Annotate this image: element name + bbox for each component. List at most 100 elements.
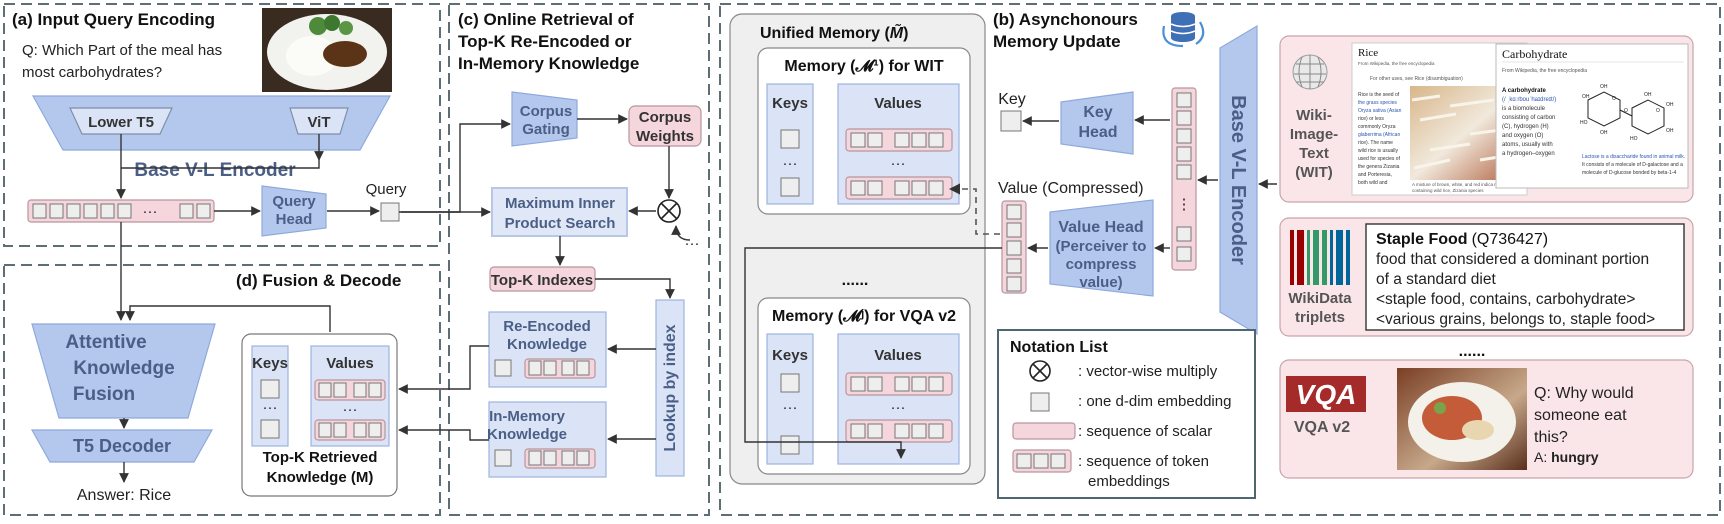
query-head-label-2: Head: [276, 211, 313, 228]
svg-text:the genera Zizania: the genera Zizania: [1358, 164, 1400, 170]
panel-c-frame: [448, 3, 710, 516]
svg-text:(C), hydrogen (H): (C), hydrogen (H): [1502, 124, 1549, 130]
corpus-weights: [628, 105, 702, 147]
svg-text:used for species of: used for species of: [1358, 156, 1401, 162]
wit-keys-label: Keys: [772, 95, 808, 112]
vqa-values-dots: ···: [891, 399, 906, 416]
svg-text:From Wikipedia, the free encyc: From Wikipedia, the free encyclopedia: [1502, 68, 1587, 74]
svg-text:the grass species: the grass species: [1358, 100, 1397, 106]
svg-text:O: O: [1624, 108, 1628, 114]
svg-text:both wild and: both wild and: [1358, 180, 1388, 186]
notation-item-4: : sequence of token: [1078, 453, 1209, 470]
wikidata-line-1: food that considered a dominant portion: [1376, 251, 1649, 268]
wikidata-line-4: <various grains, belongs to, staple food…: [1376, 311, 1655, 328]
notation-embedding-icon: [1030, 392, 1050, 412]
svg-text:Lactose is a disaccharide foun: Lactose is a disaccharide found in anima…: [1582, 154, 1685, 160]
topk-indexes-label: Top-K Indexes: [491, 272, 593, 289]
svg-text:rice). The name: rice). The name: [1358, 140, 1393, 146]
vit-block: [289, 107, 349, 135]
topk-keys-label: Keys: [252, 355, 288, 372]
base-vl-encoder-vertical: [1219, 24, 1258, 336]
corpus-gating: [511, 91, 578, 147]
key-embedding: [1000, 110, 1022, 132]
svg-text:For other uses, see Rice (disa: For other uses, see Rice (disambiguation…: [1370, 76, 1463, 82]
svg-text:From Wikipedia, the free encyc: From Wikipedia, the free encyclopedia: [1358, 61, 1435, 66]
svg-text:molecule of D-glucose bonded b: molecule of D-glucose bonded by beta-1-4: [1582, 170, 1676, 176]
topk-keys-dots: ···: [263, 399, 278, 416]
corpus-gating-label-1: Corpus: [520, 103, 573, 120]
panel-c-title-1: (c) Online Retrieval of: [458, 10, 634, 29]
svg-text:glaberrima (African: glaberrima (African: [1358, 132, 1400, 138]
wikidata-label-2: triplets: [1295, 309, 1345, 326]
query-token-sequence: ···: [27, 199, 215, 223]
panel-b-title-1: (b) Asynchonours: [993, 10, 1138, 29]
notation-item-5: embeddings: [1088, 473, 1170, 490]
panel-c-title-3: In-Memory Knowledge: [458, 54, 639, 73]
svg-text:a hydrogen–oxygen: a hydrogen–oxygen: [1502, 151, 1555, 157]
encoder-output-sequence: ⋮: [1171, 87, 1197, 271]
panel-d-frame: [3, 264, 441, 516]
wikidata-title: Staple Food(Q736427): [1376, 231, 1548, 248]
re-encoded-label-2: Knowledge: [507, 336, 587, 353]
memory-wit-title: Memory (𝓜¹) for WIT: [784, 58, 943, 75]
lookup-label: Lookup by index: [662, 324, 679, 451]
svg-text:Carbohydrate: Carbohydrate: [1502, 47, 1567, 61]
query-label: Query: [366, 181, 407, 198]
panel-d-title: (d) Fusion & Decode: [236, 271, 401, 290]
svg-text:atoms, usually with: atoms, usually with: [1502, 142, 1553, 148]
attentive-knowledge-fusion: [31, 323, 216, 419]
topk-values-dots: ···: [343, 401, 358, 418]
lower-t5-block: [69, 107, 173, 135]
corpus-weights-label-1: Corpus: [639, 109, 692, 126]
question-line-2: most carbohydrates?: [22, 64, 162, 81]
vqa-question-3: this?: [1534, 429, 1568, 446]
svg-text:OH: OH: [1600, 130, 1608, 136]
svg-text:OH: OH: [1600, 84, 1608, 90]
vqa-food-photo: [1397, 368, 1527, 470]
svg-text:It consists of a molecule of D: It consists of a molecule of D-galactose…: [1582, 162, 1683, 168]
value-head-label-3: compress: [1066, 256, 1137, 273]
vqa-label: VQA v2: [1294, 419, 1350, 436]
corpus-gating-label-2: Gating: [522, 121, 570, 138]
encoder-output-dots: ⋮: [1177, 196, 1192, 213]
svg-text:OH: OH: [1644, 92, 1652, 98]
svg-text:wild rice is usually: wild rice is usually: [1358, 148, 1399, 154]
wit-keys-dots: ···: [783, 155, 798, 172]
vqa-logo: VQA: [1286, 376, 1366, 412]
vector-multiply-op: [657, 199, 681, 223]
svg-text:HO: HO: [1630, 136, 1638, 142]
mips-label-1: Maximum Inner: [505, 195, 615, 212]
vqa-values-label: Values: [874, 347, 922, 364]
svg-text:and oxygen (O): and oxygen (O): [1502, 133, 1543, 139]
svg-text:commonly Oryza: commonly Oryza: [1358, 124, 1396, 130]
carbohydrate-article: Carbohydrate From Wikipedia, the free en…: [1495, 43, 1689, 189]
value-head: [1049, 199, 1154, 297]
svg-text:O: O: [1656, 108, 1660, 114]
wit-values-label: Values: [874, 95, 922, 112]
in-memory-label-1: In-Memory: [489, 408, 566, 425]
svg-text:is a biomolecule: is a biomolecule: [1502, 106, 1546, 112]
more-sources-dots: ......: [1459, 343, 1486, 360]
notation-token-seq-icon: [1012, 449, 1072, 473]
svg-text:A mixture of brown, white, and: A mixture of brown, white, and red indic…: [1412, 182, 1503, 187]
vqa-keys-label: Keys: [772, 347, 808, 364]
wit-label-2: Image-: [1290, 126, 1338, 143]
vit-label: ViT: [307, 114, 330, 131]
wit-label-1: Wiki-: [1296, 107, 1332, 124]
key-head-label-1: Key: [1083, 104, 1112, 121]
answer-text: Answer: Rice: [77, 487, 171, 504]
key-head-label-2: Head: [1078, 124, 1117, 141]
fusion-label-3: Fusion: [73, 384, 135, 405]
t5-decoder: [30, 429, 214, 463]
wit-label-4: (WIT): [1295, 164, 1332, 181]
wit-values-dots: ···: [891, 155, 906, 172]
svg-text:Rice: Rice: [1358, 47, 1378, 59]
wikidata-barcode-icon: [1290, 230, 1350, 285]
svg-text:A carbohydrate: A carbohydrate: [1502, 88, 1546, 94]
svg-text:VQA: VQA: [1296, 379, 1357, 410]
wit-label-3: Text: [1299, 145, 1329, 162]
topk-caption-1: Top-K Retrieved: [263, 449, 378, 466]
query-head-label-1: Query: [272, 193, 316, 210]
fusion-label-2: Knowledge: [73, 358, 174, 379]
